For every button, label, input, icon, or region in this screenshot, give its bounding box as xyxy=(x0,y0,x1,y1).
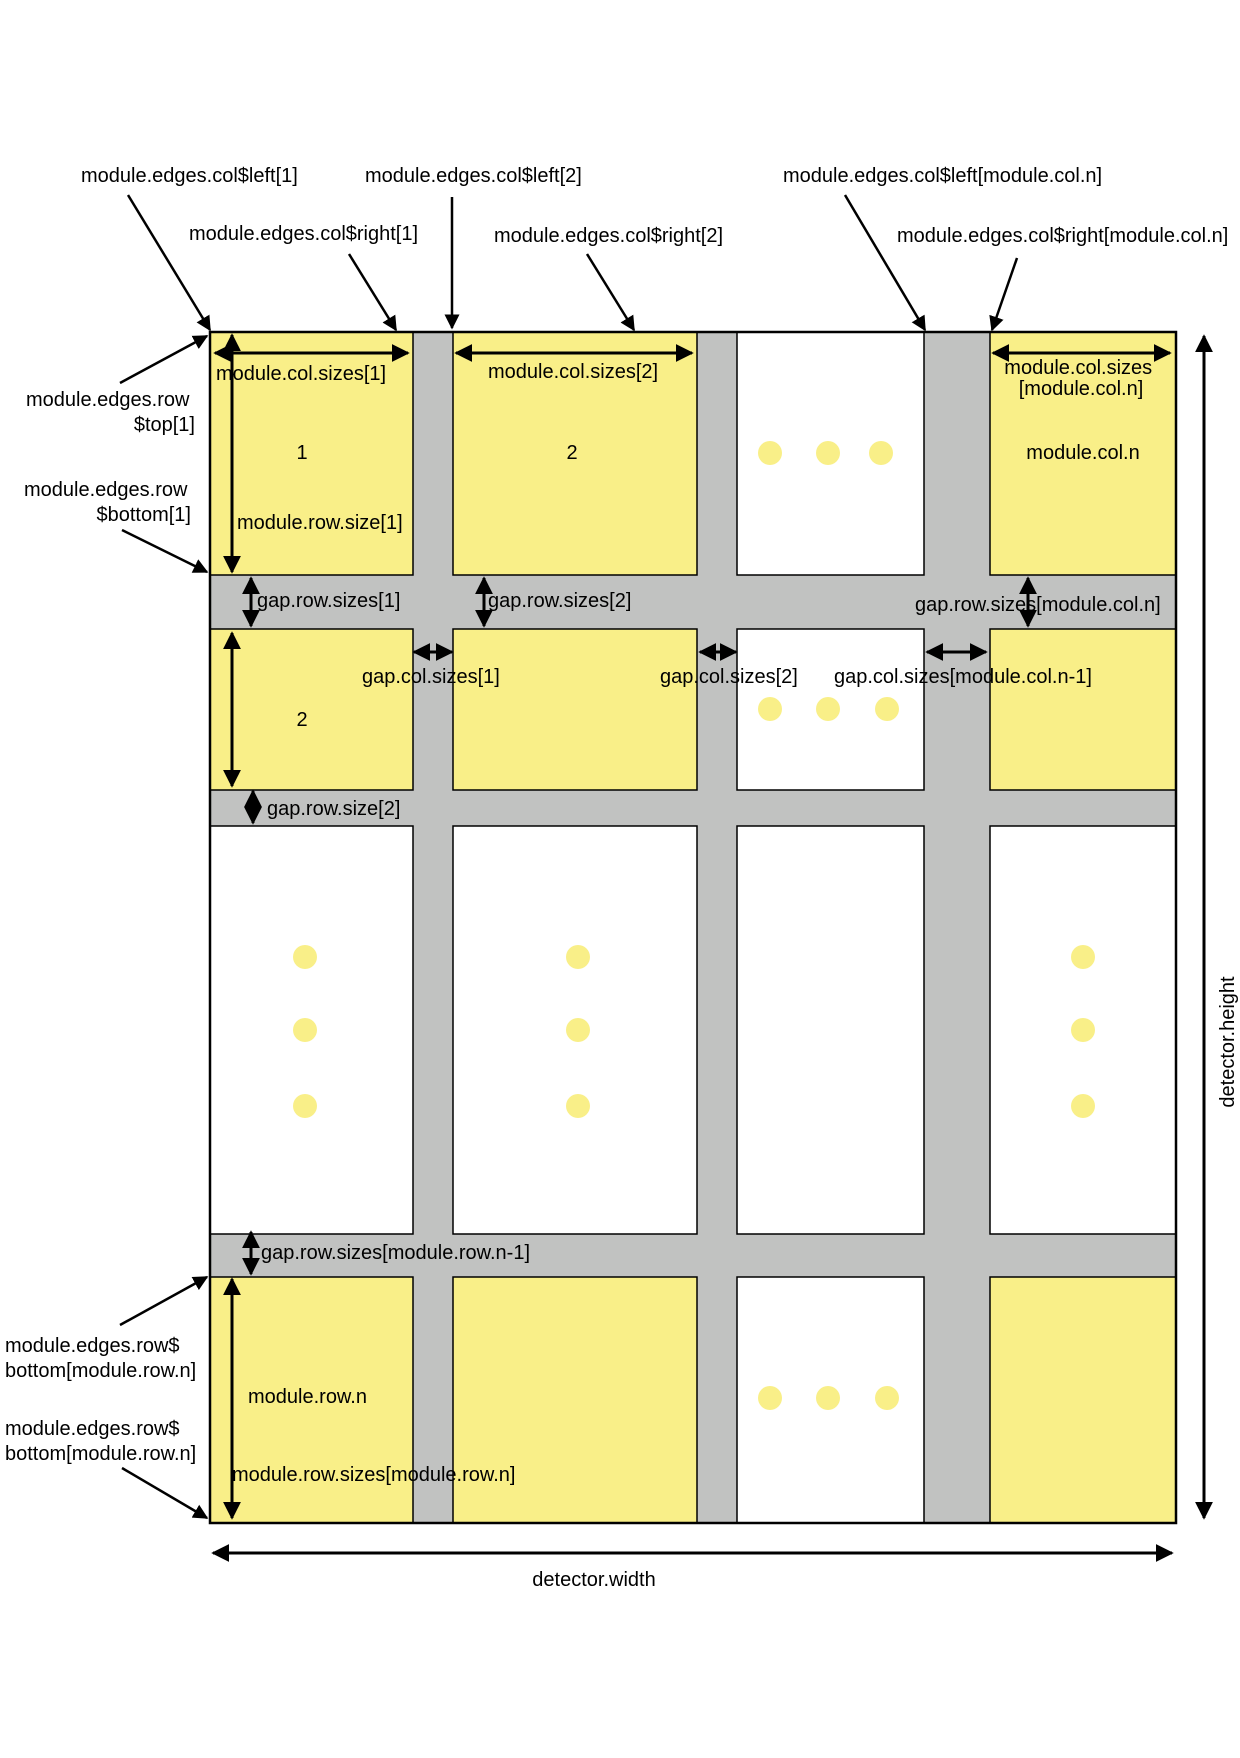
label-edges-col-left-1: module.edges.col$left[1] xyxy=(81,165,298,187)
module-cell-r4-c2 xyxy=(452,1276,698,1524)
ellipsis-dots xyxy=(293,441,1095,1410)
label-edges-row-top-1-line2: $top[1] xyxy=(134,414,195,436)
label-edges-row-bottom-n-b: module.edges.row$ bottom[module.row.n] xyxy=(5,1418,196,1465)
dimension-arrows xyxy=(211,333,1213,1562)
ellipsis-dot-16 xyxy=(758,1386,782,1410)
label-gap-row-sizes-col-n: gap.row.sizes[module.col.n] xyxy=(915,594,1161,616)
ellipsis-dot-9 xyxy=(293,1094,317,1118)
ellipsis-dot-10 xyxy=(566,945,590,969)
text-labels: module.edges.col$left[1] module.edges.co… xyxy=(5,165,1239,1591)
pointer-col-left-n xyxy=(843,194,927,332)
pointer-col-right-n xyxy=(989,257,1019,332)
ellipsis-dot-18 xyxy=(875,1386,899,1410)
pointer-col-right-2 xyxy=(585,253,636,332)
label-edges-row-bottom-n-a-line1: module.edges.row$ xyxy=(5,1335,180,1357)
ellipsis-dot-17 xyxy=(816,1386,840,1410)
module-grid xyxy=(209,331,1177,1524)
module-cell-r3-c3 xyxy=(736,825,925,1235)
label-col-n: module.col.n xyxy=(1026,442,1139,464)
module-cell-r2-c1 xyxy=(209,628,414,791)
pointer-col-right-1 xyxy=(347,253,398,332)
detector-outline xyxy=(208,330,1178,1525)
pointer-row-top-1 xyxy=(119,334,209,385)
label-edges-row-bottom-n-a-line2: bottom[module.row.n] xyxy=(5,1360,196,1382)
label-gap-row-sizes-2: gap.row.sizes[2] xyxy=(488,590,631,612)
label-col-size-1: module.col.sizes[1] xyxy=(216,363,386,385)
label-edges-col-right-2: module.edges.col$right[2] xyxy=(494,225,723,247)
ellipsis-dot-8 xyxy=(293,1018,317,1042)
label-col-size-n-line2: [module.col.n] xyxy=(1019,378,1144,400)
label-edges-row-bottom-1: module.edges.row $bottom[1] xyxy=(24,479,193,526)
pointer-row-bottom-n-b xyxy=(121,1466,209,1520)
module-cell-r4-c4 xyxy=(989,1276,1177,1524)
label-edges-row-top-1-line1: module.edges.row xyxy=(26,389,190,411)
label-col-size-n-line1: module.col.sizes xyxy=(1004,357,1152,379)
label-row-n: module.row.n xyxy=(248,1386,367,1408)
ellipsis-dot-11 xyxy=(566,1018,590,1042)
label-gap-row-size-2: gap.row.size[2] xyxy=(267,798,400,820)
label-edges-col-left-2: module.edges.col$left[2] xyxy=(365,165,582,187)
ellipsis-dot-12 xyxy=(566,1094,590,1118)
ellipsis-dot-14 xyxy=(1071,1018,1095,1042)
label-gap-col-sizes-n1: gap.col.sizes[module.col.n-1] xyxy=(834,666,1092,688)
label-detector-width: detector.width xyxy=(532,1569,655,1591)
label-edges-row-bottom-n-a: module.edges.row$ bottom[module.row.n] xyxy=(5,1335,196,1382)
label-gap-row-sizes-1: gap.row.sizes[1] xyxy=(257,590,400,612)
label-edges-row-bottom-n-b-line2: bottom[module.row.n] xyxy=(5,1443,196,1465)
label-edges-row-top-1: module.edges.row $top[1] xyxy=(26,389,195,436)
ellipsis-dot-15 xyxy=(1071,1094,1095,1118)
ellipsis-dot-7 xyxy=(293,945,317,969)
pointer-col-left-1 xyxy=(126,194,212,332)
label-row-sizes-n: module.row.sizes[module.row.n] xyxy=(232,1464,515,1486)
label-gap-col-sizes-1: gap.col.sizes[1] xyxy=(362,666,500,688)
module-cell-r1-c4 xyxy=(989,331,1177,576)
module-cell-r1-c1 xyxy=(209,331,414,576)
pointer-arrows xyxy=(119,194,1019,1520)
label-edges-col-left-n: module.edges.col$left[module.col.n] xyxy=(783,165,1102,187)
ellipsis-dot-6 xyxy=(875,697,899,721)
label-cell-1: 1 xyxy=(296,442,307,464)
pointer-row-bottom-n-a xyxy=(119,1275,209,1327)
label-edges-row-bottom-1-line2: $bottom[1] xyxy=(96,504,191,526)
ellipsis-dot-4 xyxy=(758,697,782,721)
label-edges-col-right-n: module.edges.col$right[module.col.n] xyxy=(897,225,1228,247)
ellipsis-dot-13 xyxy=(1071,945,1095,969)
label-detector-height: detector.height xyxy=(1217,976,1239,1108)
module-cell-r2-c2 xyxy=(452,628,698,791)
label-edges-col-right-1: module.edges.col$right[1] xyxy=(189,223,418,245)
ellipsis-dot-1 xyxy=(758,441,782,465)
label-gap-col-sizes-2: gap.col.sizes[2] xyxy=(660,666,798,688)
label-col-size-2: module.col.sizes[2] xyxy=(488,361,658,383)
label-cell-2: 2 xyxy=(566,442,577,464)
pointer-row-bottom-1 xyxy=(121,528,209,574)
ellipsis-dot-3 xyxy=(869,441,893,465)
label-row-size-1: module.row.size[1] xyxy=(237,512,403,534)
ellipsis-dot-5 xyxy=(816,697,840,721)
label-gap-row-sizes-n1: gap.row.sizes[module.row.n-1] xyxy=(261,1242,530,1264)
module-cell-r2-c4 xyxy=(989,628,1177,791)
label-edges-row-bottom-n-b-line1: module.edges.row$ xyxy=(5,1418,180,1440)
ellipsis-dot-2 xyxy=(816,441,840,465)
label-col-size-n: module.col.sizes [module.col.n] xyxy=(1004,357,1157,400)
label-edges-row-bottom-1-line1: module.edges.row xyxy=(24,479,188,501)
label-row-2: 2 xyxy=(296,709,307,731)
